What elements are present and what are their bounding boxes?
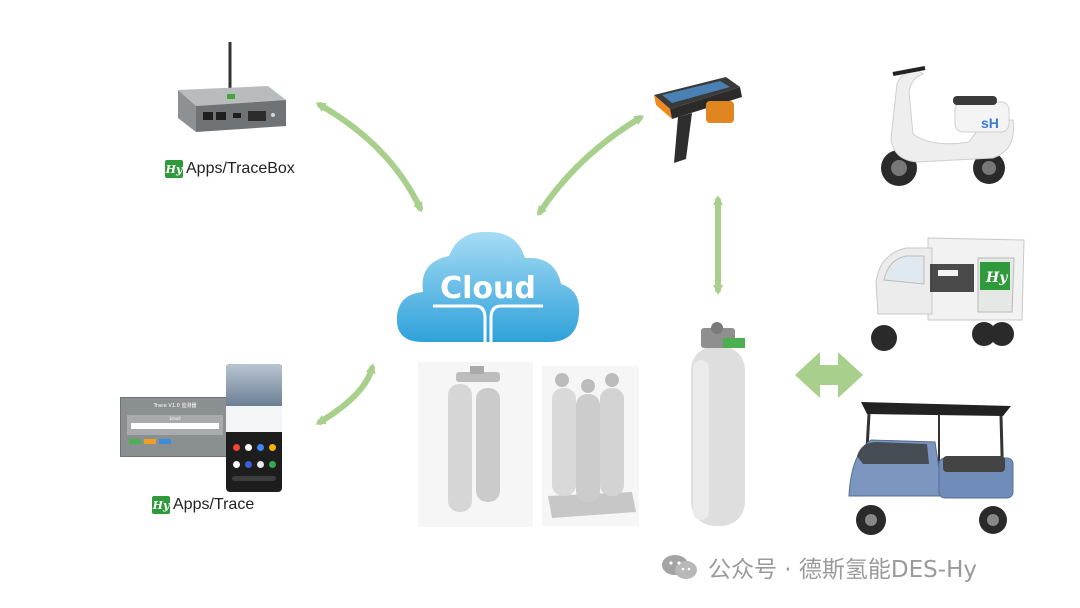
trace-software-window: Trace V1.0 监测器 Email — [120, 397, 230, 457]
cloud-node: Cloud — [396, 231, 580, 344]
trace-email-input[interactable] — [131, 423, 219, 429]
trace-label: Hy Apps/Trace — [152, 496, 254, 514]
watermark-text: 公众号 · 德斯氢能DES-Hy — [708, 557, 977, 583]
arrow-trace-cloud — [315, 363, 376, 425]
arrow-tracebox-cloud — [315, 102, 423, 213]
trace-ok-button[interactable] — [129, 439, 141, 444]
cargo-tricycle: Hy — [871, 237, 1025, 351]
single-cylinder — [691, 322, 745, 526]
cylinder-pair — [418, 362, 533, 527]
tracebox-label: Hy Apps/TraceBox — [165, 160, 295, 178]
scooter: sH — [881, 66, 1015, 186]
trace-field-header: Email — [169, 416, 181, 421]
watermark: 公众号 · 德斯氢能DES-Hy — [660, 550, 977, 584]
cloud-label: Cloud — [440, 271, 536, 306]
phone — [226, 364, 282, 492]
trace-info-button[interactable] — [159, 439, 171, 444]
tracebox-label-text: Apps/TraceBox — [186, 160, 295, 177]
arrow-scanner-cloud — [537, 115, 645, 217]
hy-logo-icon: Hy — [152, 496, 170, 514]
passenger-tricycle — [848, 402, 1014, 535]
wechat-icon — [662, 555, 697, 579]
trace-label-text: Apps/Trace — [173, 496, 255, 513]
arrow-cylinder-vehicles — [795, 352, 863, 398]
trace-warn-button[interactable] — [144, 439, 156, 444]
cylinder-quad-pack — [542, 366, 639, 526]
handheld-scanner — [654, 77, 742, 163]
van-logo: Hy — [985, 270, 1008, 286]
trace-window-title: Trace V1.0 监测器 — [153, 403, 197, 409]
scooter-logo: sH — [981, 115, 999, 131]
hy-logo-icon: Hy — [165, 160, 183, 178]
tracebox-device — [178, 42, 286, 132]
